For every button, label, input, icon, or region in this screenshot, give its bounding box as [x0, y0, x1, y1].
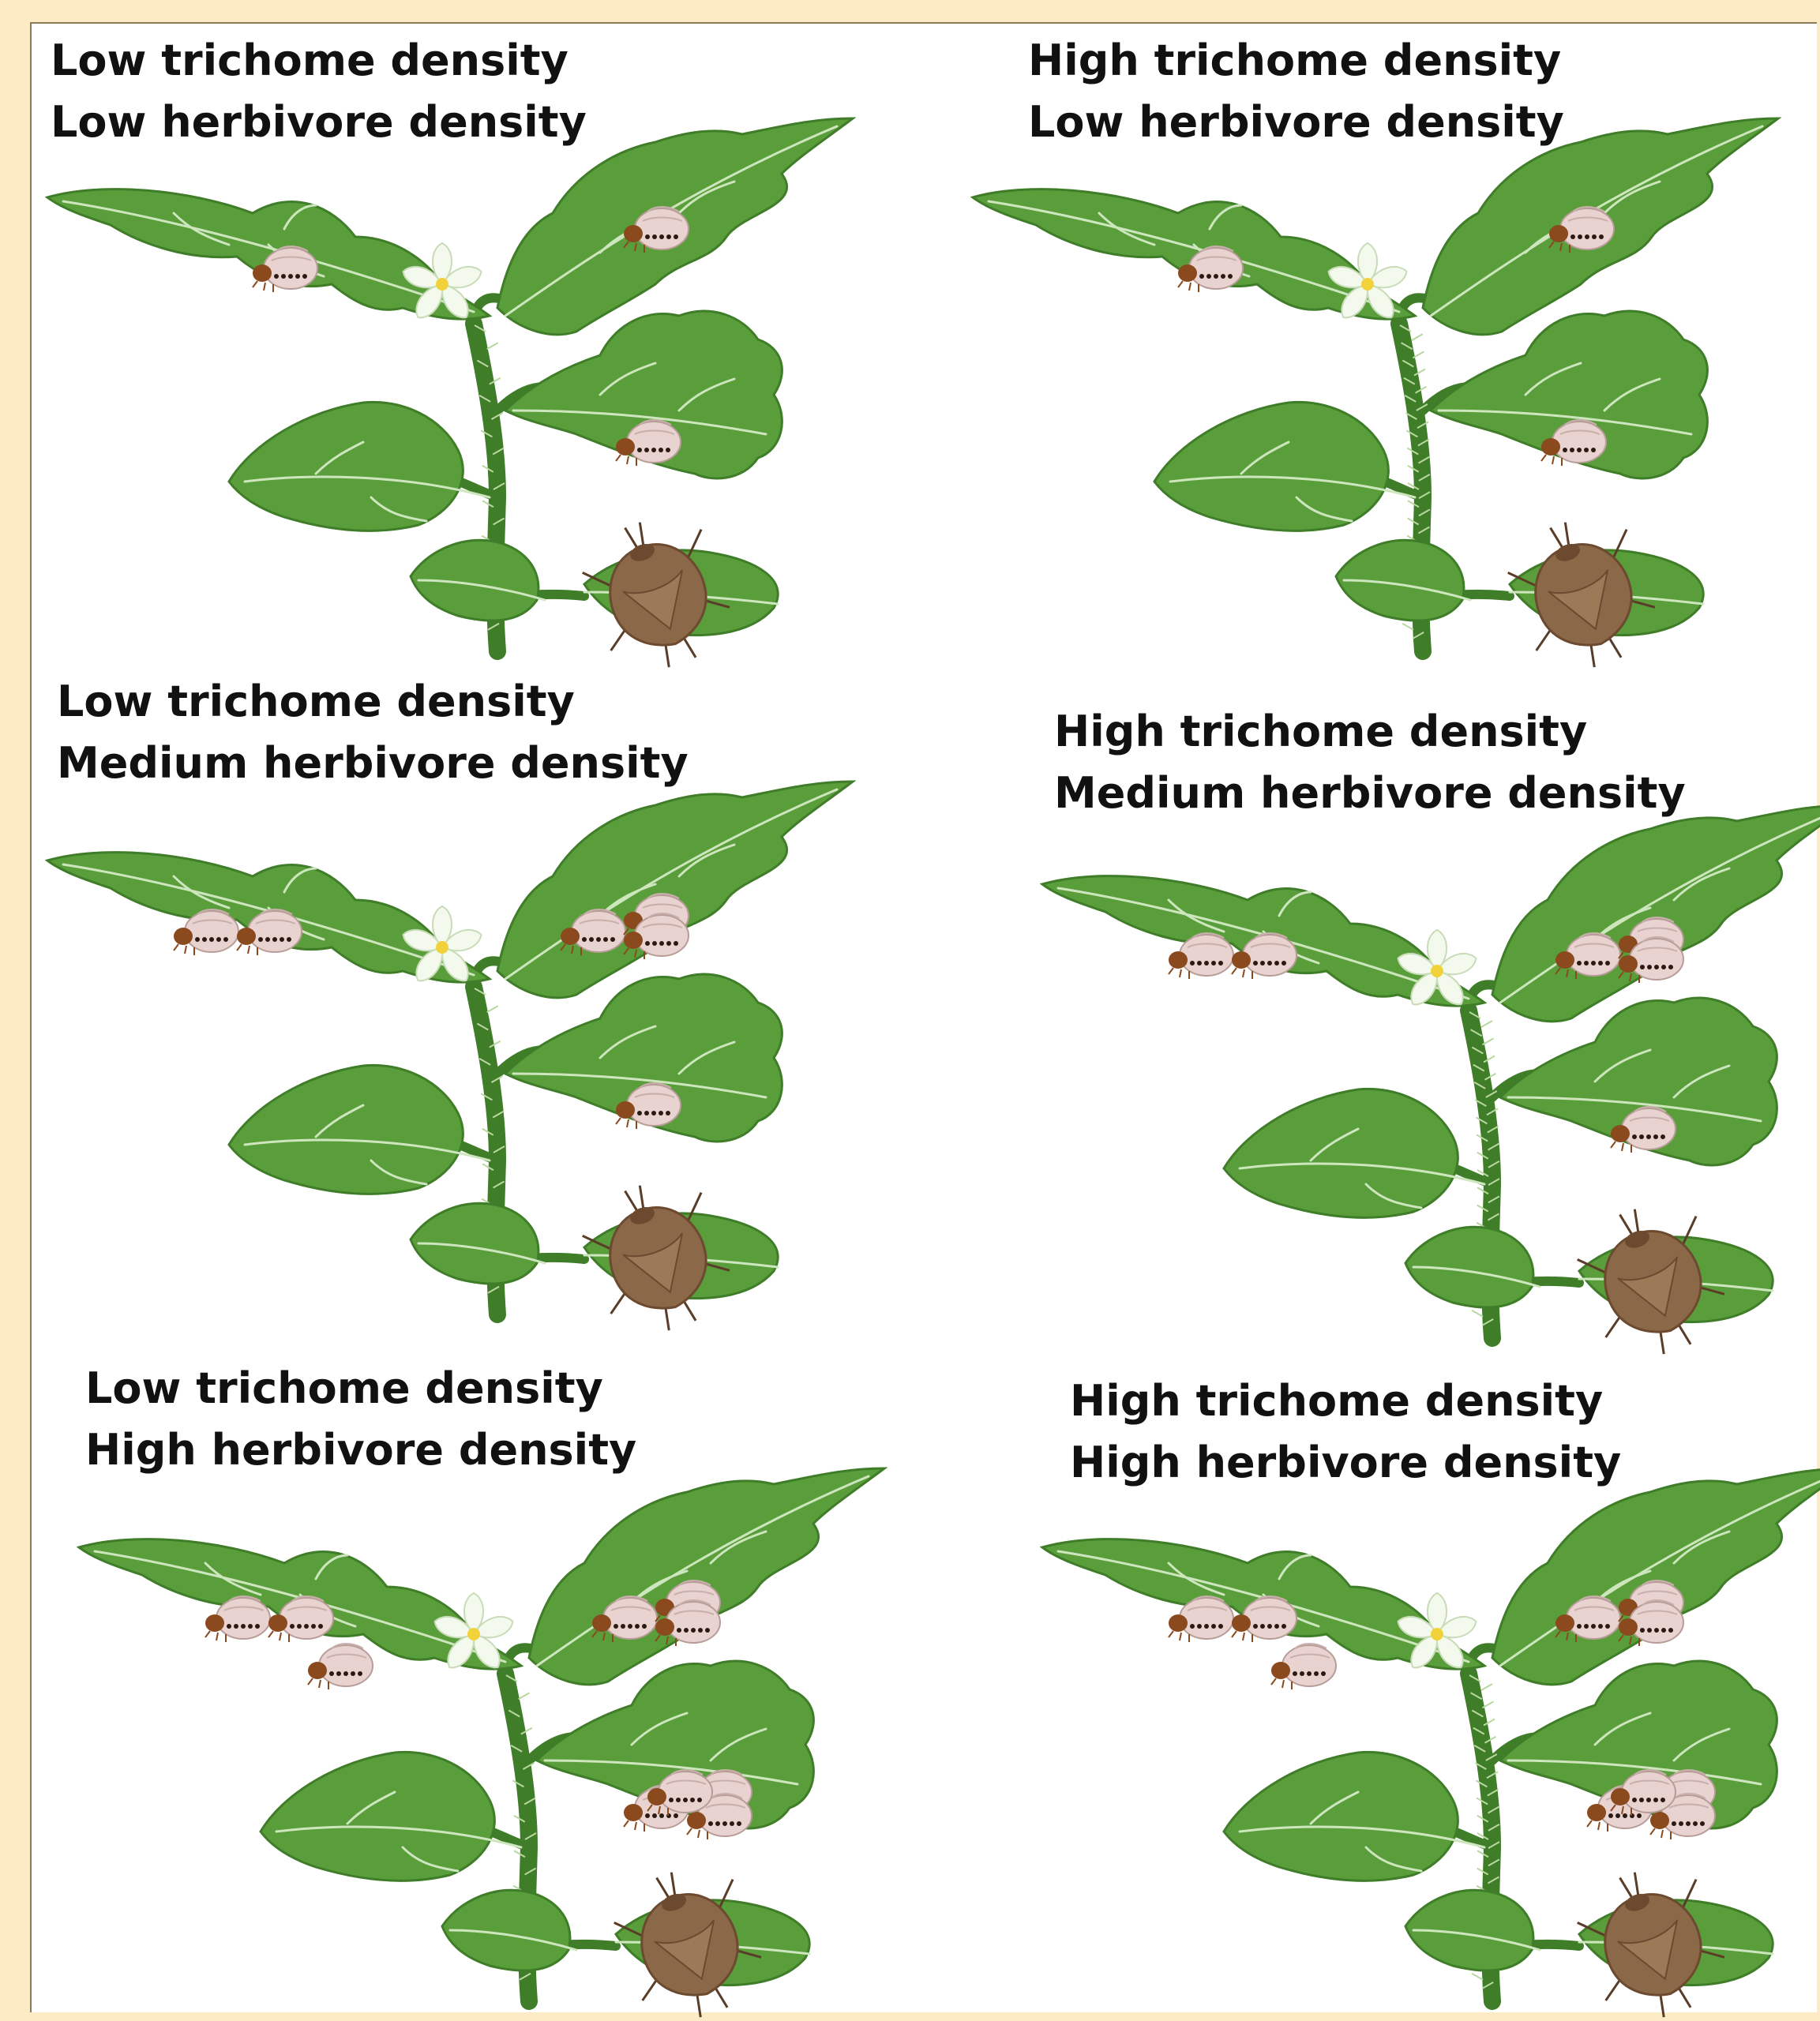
panel-low-trichome-high-herbivore: Low trichome density High herbivore dens…: [32, 1358, 940, 2013]
trichome-density-label: High trichome density: [1028, 30, 1564, 92]
plant-illustration: [32, 126, 821, 671]
panel-low-trichome-medium-herbivore: Low trichome density Medium herbivore de…: [32, 671, 940, 1326]
panel-title: Low trichome density Medium herbivore de…: [57, 671, 689, 794]
plant-group: [1042, 805, 1820, 1370]
plant-group: [973, 118, 1778, 684]
plant-group: [1042, 1468, 1820, 2021]
leaf: [229, 402, 463, 531]
plant-illustration: [957, 126, 1747, 671]
panel-high-trichome-low-herbivore: High trichome density Low herbivore dens…: [940, 24, 1816, 671]
trichome-density-label: High trichome density: [1070, 1370, 1621, 1432]
plant-group: [79, 1468, 884, 2021]
plant-illustration: [1026, 1476, 1816, 2021]
plant-group: [47, 782, 853, 1347]
leaf: [1492, 1468, 1820, 1685]
plant-illustration: [32, 789, 821, 1334]
trichome-density-label: High trichome density: [1054, 701, 1686, 763]
leaf: [1154, 402, 1388, 531]
panel-title: High trichome density High herbivore den…: [1070, 1370, 1621, 1494]
panel-title: Low trichome density High herbivore dens…: [85, 1358, 636, 1481]
panel-high-trichome-high-herbivore: High trichome density High herbivore den…: [940, 1358, 1816, 2013]
plant-illustration: [1026, 813, 1816, 1358]
leaf: [497, 782, 853, 998]
panel-title: High trichome density Medium herbivore d…: [1054, 701, 1686, 824]
leaf: [261, 1752, 494, 1880]
plant-group: [47, 118, 853, 684]
plant-illustration: [63, 1476, 853, 2021]
leaf: [1224, 1089, 1458, 1217]
leaf: [529, 1468, 884, 1685]
figure-canvas: Low trichome density Low herbivore densi…: [30, 22, 1817, 2012]
trichome-density-label: Low trichome density: [85, 1358, 636, 1419]
herbivore-density-label: Medium herbivore density: [57, 733, 689, 794]
trichome-density-label: Low trichome density: [57, 671, 689, 733]
trichome-density-label: Low trichome density: [51, 30, 587, 92]
panel-low-trichome-low-herbivore: Low trichome density Low herbivore densi…: [32, 24, 940, 671]
herbivore-density-label: High herbivore density: [85, 1419, 636, 1481]
panel-high-trichome-medium-herbivore: High trichome density Medium herbivore d…: [940, 671, 1816, 1326]
leaf: [1224, 1752, 1458, 1880]
beetle-larva-icon: [1271, 1644, 1336, 1689]
leaf: [1492, 805, 1820, 1022]
beetle-larva-icon: [308, 1644, 373, 1689]
leaf: [229, 1065, 463, 1194]
